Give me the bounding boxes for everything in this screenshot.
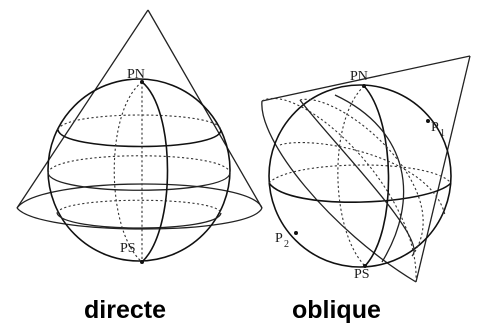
direct-caption: directe [84, 296, 166, 324]
p1-label: P [431, 120, 439, 135]
oblique-equator-back [268, 164, 452, 184]
parallel-lower-back [56, 199, 222, 214]
direct-conic-projection: PN PS directe [16, 9, 263, 324]
oblique-meridian-back [337, 85, 366, 267]
cone-base-front [16, 207, 263, 230]
oblique-south-pole-label: PS [354, 267, 370, 282]
cone-base-back [16, 183, 263, 209]
oblique-sphere-outline [268, 84, 452, 268]
cone-right-edge [147, 9, 263, 209]
parallel-upper-back [57, 114, 222, 131]
oblique-north-pole-label: PN [350, 69, 368, 84]
south-pole-dot [140, 260, 144, 264]
south-pole-label: PS [120, 241, 136, 256]
p1-dot [426, 119, 430, 123]
oblique-cone-base-right [261, 98, 417, 283]
cone-left-edge [16, 9, 149, 209]
parallel-upper-front [57, 129, 222, 148]
oblique-tangent-circle-back [299, 98, 424, 257]
oblique-conic-projection: PN PS P 1 P 2 oblique [261, 55, 471, 324]
oblique-meridian-2 [334, 94, 405, 263]
equator-front [47, 172, 231, 191]
p1-subscript: 1 [440, 128, 445, 139]
oblique-meridian-front [363, 85, 390, 267]
oblique-tangent-circle-front [299, 99, 415, 257]
oblique-caption: oblique [292, 296, 381, 324]
equator-back [47, 155, 231, 174]
oblique-south-pole-dot [363, 264, 367, 268]
p2-subscript: 2 [284, 239, 289, 250]
oblique-cone-top-edge [261, 55, 471, 102]
p2-dot [294, 231, 298, 235]
oblique-secondary-curve [279, 142, 446, 216]
north-pole-label: PN [127, 67, 145, 82]
parallel-lower-front [56, 212, 222, 229]
oblique-equator-front [268, 182, 452, 204]
oblique-north-pole-dot [362, 84, 366, 88]
meridian-front [141, 81, 169, 263]
sphere-outline [47, 78, 231, 262]
north-pole-dot [140, 80, 144, 84]
p2-label: P [275, 231, 283, 246]
oblique-cone-base-left [261, 100, 417, 283]
oblique-cone-right-edge [415, 55, 471, 283]
meridian-back [113, 81, 143, 263]
